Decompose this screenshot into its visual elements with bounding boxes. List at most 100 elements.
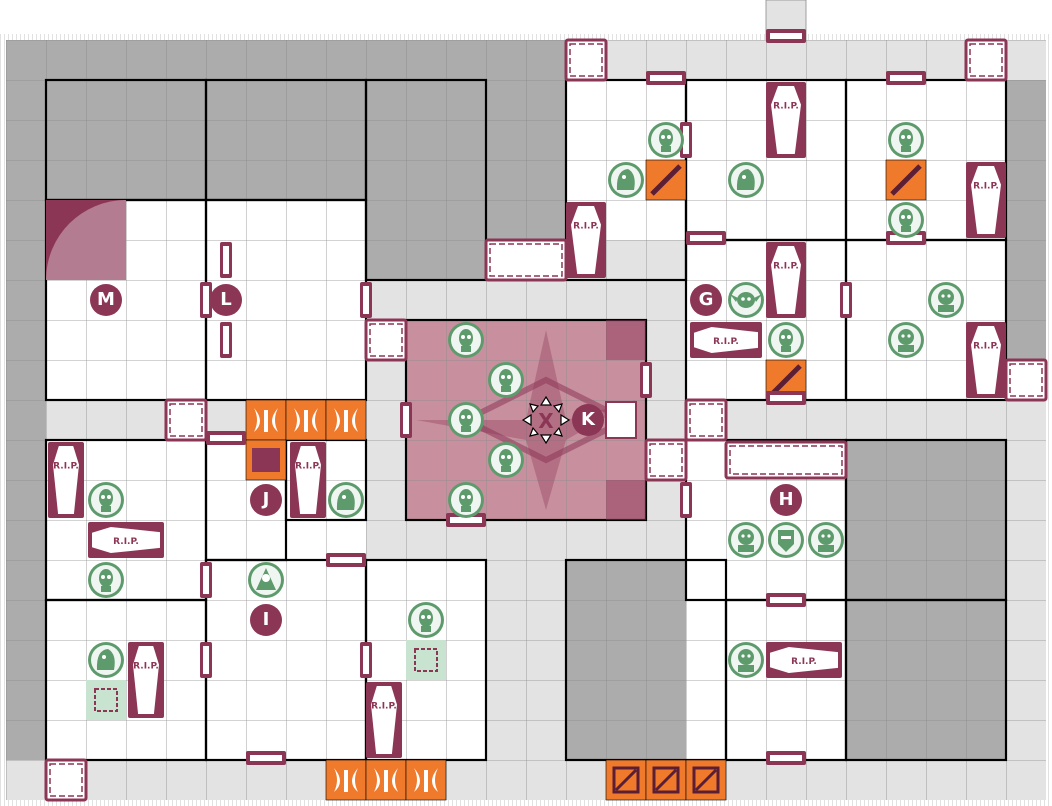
door-icon[interactable] bbox=[200, 562, 212, 598]
objective-room-decor: X bbox=[416, 320, 646, 520]
rubble-icon bbox=[724, 440, 848, 480]
zombie-icon[interactable] bbox=[888, 322, 924, 358]
door-icon[interactable] bbox=[220, 242, 232, 278]
ghoul-icon[interactable] bbox=[328, 482, 364, 518]
rubble-icon bbox=[564, 38, 608, 82]
rubble-icon bbox=[964, 38, 1008, 82]
coffin-rip-icon: R.I.P. bbox=[566, 202, 606, 278]
room-label-j: J bbox=[250, 484, 282, 516]
stair-rubble-icon bbox=[46, 200, 126, 280]
door-icon[interactable] bbox=[220, 322, 232, 358]
room-label-h: H bbox=[770, 484, 802, 516]
door-icon[interactable] bbox=[206, 431, 246, 445]
room-label-i: I bbox=[250, 604, 282, 636]
svg-text:R.I.P.: R.I.P. bbox=[133, 662, 159, 672]
coffin-rip-icon: R.I.P. bbox=[366, 682, 402, 758]
rubble-icon bbox=[644, 438, 688, 482]
door-icon[interactable] bbox=[200, 282, 212, 318]
rubble-icon bbox=[484, 238, 568, 282]
svg-text:R.I.P.: R.I.P. bbox=[53, 462, 79, 472]
svg-text:R.I.P.: R.I.P. bbox=[113, 537, 139, 547]
zombie-icon[interactable] bbox=[808, 522, 844, 558]
room-label-k: K bbox=[572, 404, 604, 436]
axe-icon-tile bbox=[245, 399, 287, 441]
zombie-icon[interactable] bbox=[728, 522, 764, 558]
skeleton-icon[interactable] bbox=[88, 562, 124, 598]
axe-icon-tile bbox=[325, 399, 367, 441]
door-icon[interactable] bbox=[766, 29, 806, 43]
door-icon[interactable] bbox=[246, 751, 286, 765]
door-icon[interactable] bbox=[886, 71, 926, 85]
svg-text:R.I.P.: R.I.P. bbox=[573, 222, 599, 232]
skeleton-icon[interactable] bbox=[648, 122, 684, 158]
stairs-icon-tile bbox=[645, 759, 687, 801]
zombie-icon[interactable] bbox=[928, 282, 964, 318]
skeleton-icon[interactable] bbox=[448, 322, 484, 358]
coffin-rip-icon: R.I.P. bbox=[966, 322, 1006, 398]
svg-text:R.I.P.: R.I.P. bbox=[773, 102, 799, 112]
trap-icon[interactable] bbox=[86, 680, 126, 720]
door-icon[interactable] bbox=[200, 642, 212, 678]
door-icon[interactable] bbox=[840, 282, 852, 318]
ghoul-icon[interactable] bbox=[728, 162, 764, 198]
coffin-rip-icon: R.I.P. bbox=[88, 522, 164, 558]
knight-icon[interactable] bbox=[768, 522, 804, 558]
skeleton-icon[interactable] bbox=[408, 602, 444, 638]
ghoul-icon[interactable] bbox=[608, 162, 644, 198]
door-icon[interactable] bbox=[680, 122, 692, 158]
door-icon[interactable] bbox=[680, 482, 692, 518]
orc-icon[interactable] bbox=[728, 282, 764, 318]
door-icon[interactable] bbox=[400, 402, 412, 438]
door-icon[interactable] bbox=[640, 362, 652, 398]
coffin-rip-icon: R.I.P. bbox=[966, 162, 1006, 238]
door-icon-tile bbox=[245, 439, 287, 481]
skeleton-icon[interactable] bbox=[88, 482, 124, 518]
door-icon[interactable] bbox=[766, 391, 806, 405]
skeleton-icon[interactable] bbox=[448, 482, 484, 518]
svg-text:R.I.P.: R.I.P. bbox=[973, 182, 999, 192]
room-label-l: L bbox=[210, 284, 242, 316]
door-icon[interactable] bbox=[446, 513, 486, 527]
skeleton-icon[interactable] bbox=[888, 202, 924, 238]
zombie-icon[interactable] bbox=[728, 642, 764, 678]
board-icons: R.I.P. R.I.P. R.I.P. R.I.P. R.I.P. R.I.P. R.I.… bbox=[44, 29, 1048, 802]
door-icon[interactable] bbox=[686, 231, 726, 245]
coffin-rip-icon: R.I.P. bbox=[766, 642, 842, 678]
svg-text:R.I.P.: R.I.P. bbox=[773, 262, 799, 272]
spear-icon-tile bbox=[885, 159, 927, 201]
skeleton-icon[interactable] bbox=[488, 442, 524, 478]
spear-icon-tile bbox=[645, 159, 687, 201]
svg-text:R.I.P.: R.I.P. bbox=[713, 337, 739, 347]
door-icon[interactable] bbox=[766, 593, 806, 607]
stairs-icon-tile bbox=[605, 759, 647, 801]
svg-text:R.I.P.: R.I.P. bbox=[791, 657, 817, 667]
coffin-rip-icon: R.I.P. bbox=[128, 642, 164, 718]
trap-icon[interactable] bbox=[406, 640, 446, 680]
necromancer-icon[interactable] bbox=[248, 562, 284, 598]
skeleton-icon[interactable] bbox=[768, 322, 804, 358]
rubble-icon bbox=[684, 398, 728, 442]
door-icon[interactable] bbox=[360, 642, 372, 678]
room-label-g: G bbox=[690, 284, 722, 316]
skeleton-icon[interactable] bbox=[488, 362, 524, 398]
door-icon[interactable] bbox=[766, 751, 806, 765]
skeleton-icon[interactable] bbox=[888, 122, 924, 158]
axe-icon-tile bbox=[365, 759, 407, 801]
door-icon[interactable] bbox=[326, 553, 366, 567]
rubble-icon bbox=[364, 318, 408, 362]
coffin-rip-icon: R.I.P. bbox=[290, 442, 326, 518]
svg-text:R.I.P.: R.I.P. bbox=[973, 342, 999, 352]
door-icon[interactable] bbox=[646, 71, 686, 85]
axe-icon-tile bbox=[285, 399, 327, 441]
rubble-icon bbox=[1004, 358, 1048, 402]
svg-text:R.I.P.: R.I.P. bbox=[371, 702, 397, 712]
coffin-rip-icon: R.I.P. bbox=[766, 82, 806, 158]
axe-icon-tile bbox=[325, 759, 367, 801]
ghoul-icon[interactable] bbox=[88, 642, 124, 678]
skeleton-icon[interactable] bbox=[448, 402, 484, 438]
stairs-icon-tile bbox=[685, 759, 727, 801]
door-icon[interactable] bbox=[360, 282, 372, 318]
axe-icon-tile bbox=[405, 759, 447, 801]
svg-text:R.I.P.: R.I.P. bbox=[295, 462, 321, 472]
coffin-rip-icon: R.I.P. bbox=[766, 242, 806, 318]
